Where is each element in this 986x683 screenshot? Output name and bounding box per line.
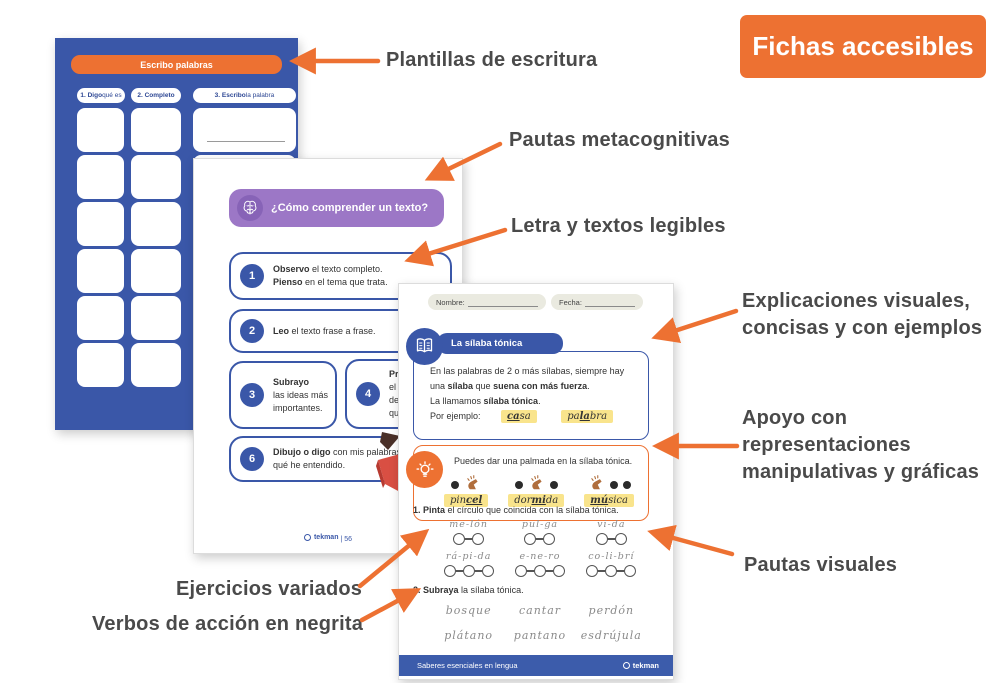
- syllable-dot: [514, 481, 523, 489]
- example-word-casa: casa: [501, 410, 537, 423]
- tekman-logo: tekman: [303, 534, 338, 541]
- annotation-verbos: Verbos de acción en negrita: [92, 613, 364, 635]
- table-cell: [77, 202, 124, 246]
- clap-icon: [531, 475, 542, 490]
- annotation-ejercicios: Ejercicios variados: [176, 578, 363, 600]
- syllable-dot: [451, 481, 460, 489]
- exercise-2-words-row2: plátano pantano esdrújula: [444, 629, 642, 642]
- worksheet-footer-bar: Saberes esenciales en lengua tekman: [399, 655, 673, 676]
- page-number: 56: [344, 536, 353, 543]
- worksheet-title-bar: Escribo palabras: [71, 55, 282, 74]
- diamond-connector: [181, 289, 192, 300]
- table-cell: [131, 296, 181, 340]
- brain-icon: [237, 195, 263, 221]
- step-number: 2: [240, 319, 264, 343]
- tekman-logo: tekman: [622, 661, 659, 670]
- table-cell: [131, 108, 181, 152]
- theory-title-pill: La sílaba tónica: [437, 333, 563, 354]
- syllable-circles: [504, 533, 575, 545]
- syllable-circles: [433, 565, 504, 577]
- syllable-circles: [433, 533, 504, 545]
- worksheet-silaba-tonica: Nombre: Fecha: La sílaba tónica En las p…: [398, 283, 674, 680]
- nombre-writing-line: [467, 297, 538, 307]
- annotation-letra-legible: Letra y textos legibles: [511, 215, 726, 237]
- table-cell: [77, 296, 124, 340]
- diamond-connector: [181, 148, 192, 159]
- syllable-circles: [576, 565, 647, 577]
- annotation-explicaciones: Explicaciones visuales, concisas y con e…: [742, 290, 983, 339]
- syllable-circles: [576, 533, 647, 545]
- diamond-connector: [181, 195, 192, 206]
- theory-box: En las palabras de 2 o más sílabas, siem…: [413, 351, 649, 440]
- section-header-title: ¿Cómo comprender un texto?: [271, 202, 429, 214]
- character-book-illustration: [372, 430, 402, 518]
- table-cell: [131, 343, 181, 387]
- table-cell: [131, 249, 181, 293]
- fichas-accesibles-badge: Fichas accesibles: [740, 15, 986, 78]
- diamond-connector: [122, 336, 133, 347]
- exercise-2-instruction: 2. Subraya la sílaba tónica.: [413, 585, 524, 595]
- column-header-3: 3. Escribo la palabra: [193, 88, 296, 103]
- annotation-apoyo: Apoyo con representaciones manipulativas…: [742, 407, 980, 483]
- example-word-palabra: palabra: [561, 410, 614, 423]
- lightbulb-icon: [406, 451, 443, 488]
- annotation-plantillas: Plantillas de escritura: [386, 49, 598, 71]
- syllable-dot: [622, 481, 631, 489]
- table-cell: [131, 202, 181, 246]
- tekman-logo-icon: [622, 662, 630, 669]
- table-cell: [77, 343, 124, 387]
- step-number: 4: [356, 382, 380, 406]
- exercise-1-words-row1: me-lón pul-ga vi-da: [449, 519, 626, 530]
- clap-example-dormida: dormida: [508, 473, 565, 507]
- syllable-dot: [549, 481, 558, 489]
- clap-example-musica: música: [584, 473, 634, 507]
- annotation-pautas-metacognitivas: Pautas metacognitivas: [509, 129, 730, 151]
- diamond-connector: [122, 195, 133, 206]
- footer-collection-name: Saberes esenciales en lengua: [417, 661, 518, 670]
- diamond-connector: [122, 242, 133, 253]
- clap-example-pincel: pincel: [444, 473, 489, 507]
- syllable-circles: [504, 565, 575, 577]
- exercise-2-words-row1: bosque cantar perdón: [445, 604, 635, 617]
- step-number: 6: [240, 447, 264, 471]
- diamond-connector: [181, 242, 192, 253]
- step-number: 1: [240, 264, 264, 288]
- worksheet-title: Escribo palabras: [140, 59, 213, 70]
- table-cell: [131, 155, 181, 199]
- exercise-1-instruction: 1. Pinta el círculo que coincida con la …: [413, 505, 619, 515]
- fecha-writing-line: [584, 297, 635, 307]
- table-cell: [77, 155, 124, 199]
- diamond-connector: [122, 148, 133, 159]
- table-cell: [77, 108, 124, 152]
- column-header-2: 2. Completo: [131, 88, 181, 103]
- section-header: ¿Cómo comprender un texto?: [229, 189, 444, 227]
- table-cell: [77, 249, 124, 293]
- syllable-dot: [609, 481, 618, 489]
- exercise-1-words-row2: rá-pi-da e-ne-ro co-li-brí: [445, 551, 635, 562]
- table-cell: [193, 108, 296, 152]
- clap-icon: [590, 475, 602, 490]
- column-header-1: 1. Digo qué es: [77, 88, 125, 103]
- clap-icon: [467, 475, 478, 490]
- annotation-pautas-visuales: Pautas visuales: [744, 554, 898, 576]
- page-footer: tekman | 56: [194, 534, 462, 543]
- step-number: 3: [240, 383, 264, 407]
- tekman-logo-icon: [303, 534, 311, 541]
- writing-line: [207, 141, 285, 142]
- diamond-connector: [122, 289, 133, 300]
- fecha-field: Fecha:: [551, 294, 643, 310]
- diamond-connector: [181, 336, 192, 347]
- nombre-field: Nombre:: [428, 294, 546, 310]
- book-icon: [406, 328, 443, 365]
- step-3: 3 Subrayo las ideas más importantes.: [229, 361, 337, 429]
